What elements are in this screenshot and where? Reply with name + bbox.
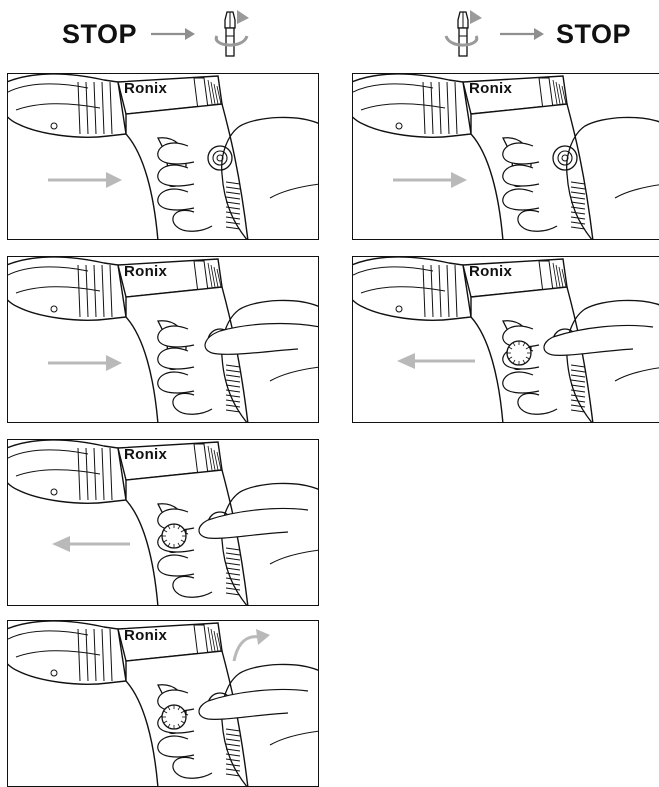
illustration-panel-4: Ronix [352, 256, 659, 423]
illustration-panel-5: Ronix [7, 439, 319, 606]
brand-logo: Ronix [124, 446, 168, 463]
brand-logo: Ronix [124, 263, 168, 280]
drill-illustration [8, 621, 318, 786]
screwdriver-bit-icon [444, 10, 482, 57]
header-stop-left: STOP [62, 6, 253, 62]
drill-illustration [353, 257, 659, 422]
screwdriver-bit-icon [214, 10, 250, 57]
drill-illustration [8, 440, 318, 605]
header-stop-right: STOP [440, 6, 631, 62]
drill-illustration [8, 74, 318, 239]
stop-label: STOP [62, 18, 138, 49]
illustration-panel-1: Ronix [7, 73, 319, 240]
arrow-right-icon [500, 28, 544, 40]
drill-illustration [8, 257, 318, 422]
illustration-panel-2: Ronix [352, 73, 659, 240]
brand-logo: Ronix [469, 263, 513, 280]
brand-logo: Ronix [124, 80, 168, 97]
stop-label: STOP [556, 18, 632, 49]
brand-logo: Ronix [469, 80, 513, 97]
illustration-panel-3: Ronix [7, 256, 319, 423]
illustration-panel-6: Ronix [7, 620, 319, 787]
brand-logo: Ronix [124, 627, 168, 644]
drill-illustration [353, 74, 659, 239]
arrow-right-icon [151, 28, 196, 40]
